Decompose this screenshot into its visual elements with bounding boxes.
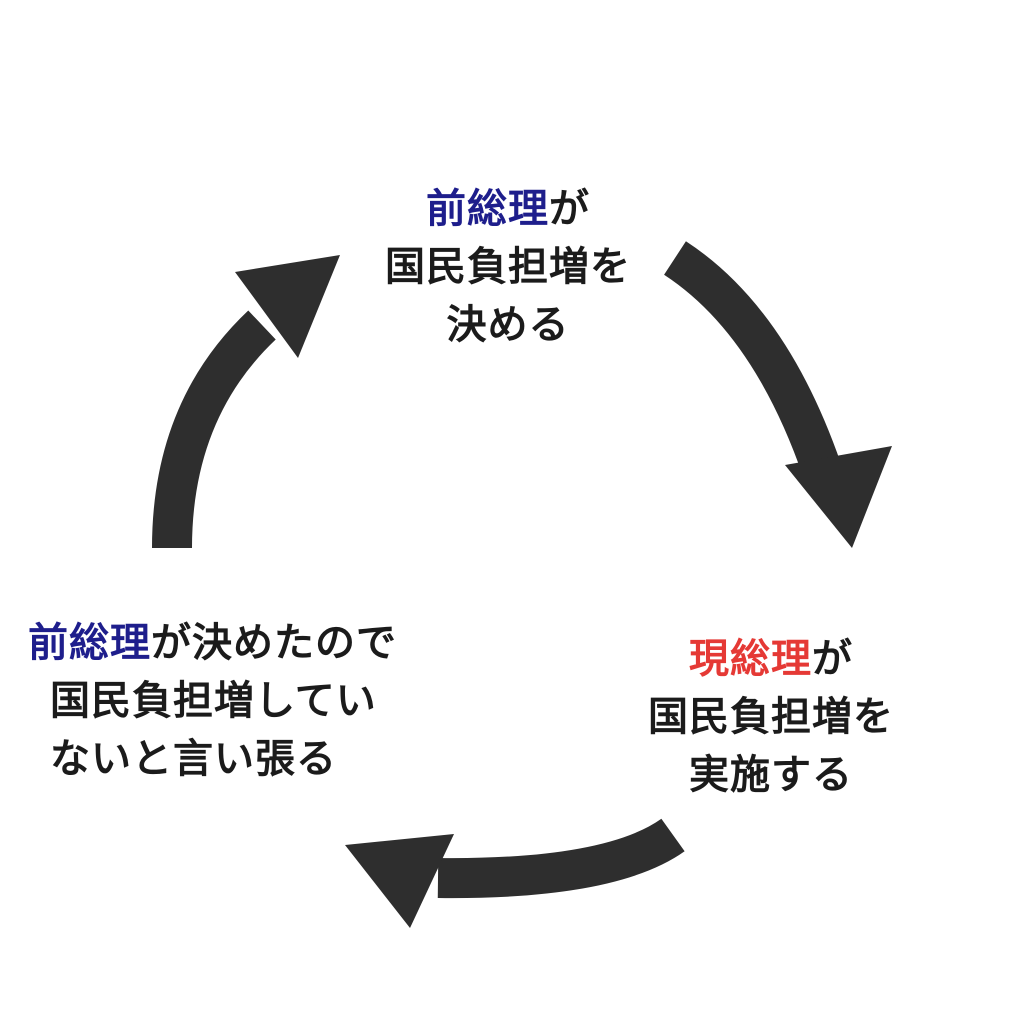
arrow-left-to-top	[152, 255, 340, 549]
arrow-left-to-top-head	[235, 255, 340, 358]
node-top-line3: 決める	[446, 302, 570, 348]
arrow-top-to-right-head	[785, 446, 892, 548]
node-top-line2: 国民負担増を	[385, 244, 631, 290]
arrow-left-to-top-body	[152, 310, 276, 549]
arrow-right-to-left-body	[437, 818, 685, 899]
node-top-line1-rest: が	[549, 186, 590, 232]
arrow-top-to-right	[663, 241, 892, 548]
node-top-label: 前総理が 国民負担増を 決める	[348, 180, 668, 354]
node-left-line1: 前総理が決めたので	[28, 614, 448, 672]
node-left-line2: 国民負担増してい	[50, 678, 377, 724]
arrow-top-to-right-body	[663, 241, 841, 477]
node-right-line1: 現総理が	[606, 630, 936, 688]
arrow-right-to-left	[345, 818, 685, 928]
previous-pm-highlight-left: 前総理	[28, 620, 151, 666]
node-right-line2: 国民負担増を	[648, 694, 894, 740]
node-right-line1-rest: が	[812, 636, 853, 682]
node-left-line3: ないと言い張る	[50, 736, 337, 782]
previous-pm-highlight: 前総理	[426, 186, 549, 232]
node-right-line3: 実施する	[689, 752, 853, 798]
node-left-line1-rest: が決めたので	[151, 620, 397, 666]
current-pm-highlight: 現総理	[689, 636, 812, 682]
node-top-line1: 前総理が	[348, 180, 668, 238]
arrow-right-to-left-head	[345, 834, 454, 928]
node-left-label: 前総理が決めたので 国民負担増してい ないと言い張る	[28, 614, 448, 788]
node-right-label: 現総理が 国民負担増を 実施する	[606, 630, 936, 804]
